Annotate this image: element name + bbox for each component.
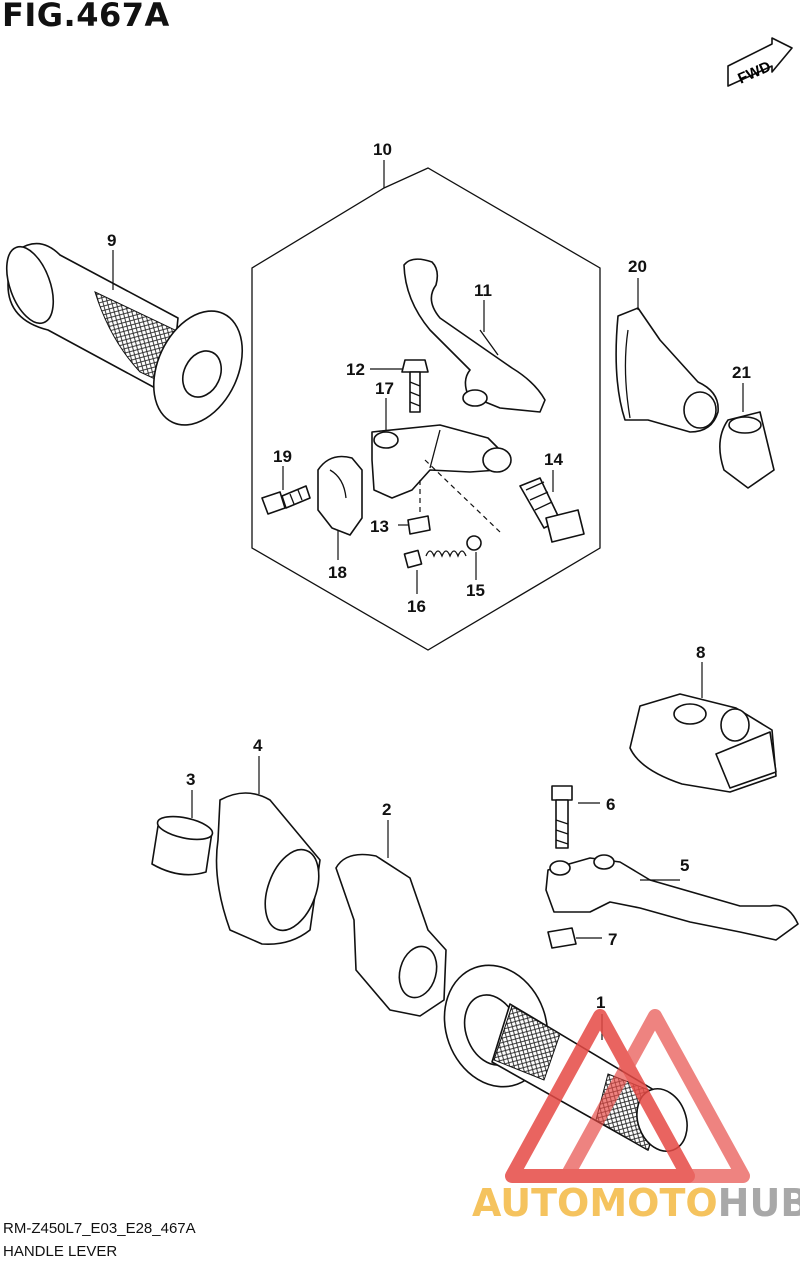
callout-10: 10: [373, 140, 392, 159]
callout-4: 4: [253, 736, 263, 755]
lever-pivot-bolt: [551, 785, 573, 849]
lever-assembly-frame: [251, 167, 601, 651]
callout-17: 17: [375, 379, 394, 398]
svg-text:AUTOMOTOHUB: AUTOMOTOHUB: [472, 1181, 800, 1225]
adjuster-boot: [719, 411, 775, 489]
callout-19: 19: [273, 447, 292, 466]
callout-9: 9: [107, 231, 116, 250]
callout-13: 13: [370, 517, 389, 536]
callout-2: 2: [382, 800, 391, 819]
callout-8: 8: [696, 643, 705, 662]
watermark-text-automoto: AUTOMOTO: [472, 1181, 718, 1225]
holder-clamp: [317, 455, 363, 536]
callout-3: 3: [186, 770, 195, 789]
callout-18: 18: [328, 563, 347, 582]
callout-21: 21: [732, 363, 751, 382]
callout-11: 11: [474, 281, 492, 300]
pivot-bolt: [401, 359, 429, 413]
model-code: RM-Z450L7_E03_E28_467A: [3, 1220, 196, 1237]
callout-5: 5: [680, 856, 689, 875]
callout-1: 1: [596, 993, 605, 1012]
callout-7: 7: [608, 930, 617, 949]
callout-20: 20: [628, 257, 647, 276]
lever-holder-cover: [629, 693, 777, 793]
callout-12: 12: [346, 360, 365, 379]
figure-title: FIG.467A: [2, 0, 170, 34]
adjuster-spring: [403, 549, 467, 569]
throttle-cover: [215, 792, 321, 946]
throttle-collar: [151, 815, 214, 876]
throttle-grip: [443, 964, 688, 1152]
figure-name: HANDLE LEVER: [3, 1243, 118, 1260]
lever-holder: [371, 424, 512, 499]
callout-15: 15: [466, 581, 485, 600]
callout-16: 16: [407, 597, 426, 616]
clamp-screw: [261, 485, 311, 515]
detent-ball: [466, 535, 482, 551]
throttle-housing: [335, 853, 447, 1017]
callout-14: 14: [544, 450, 563, 469]
lever-nut: [547, 927, 577, 949]
front-brake-lever: [545, 854, 799, 941]
forward-direction-arrow: FWD: [727, 37, 793, 87]
cable-adjuster: [519, 477, 585, 543]
lever-guard-cover: [615, 307, 719, 433]
automotohub-watermark-logo: AUTOMOTOHUB: [472, 1009, 800, 1225]
left-grip: [5, 242, 244, 426]
callout-6: 6: [606, 795, 615, 814]
watermark-text-hub: HUB: [718, 1181, 800, 1225]
lock-nut: [407, 515, 431, 535]
clutch-lever: [403, 258, 546, 413]
